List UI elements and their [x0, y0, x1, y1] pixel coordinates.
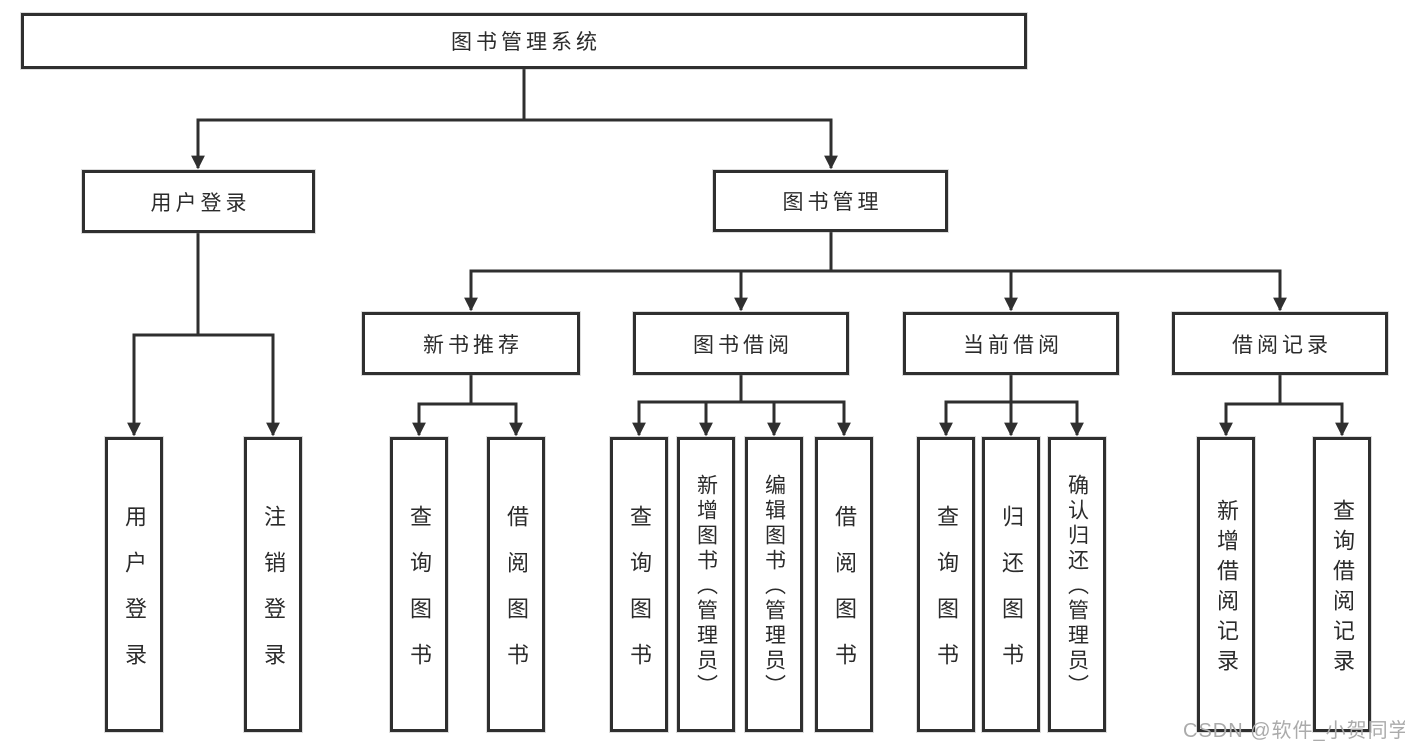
leaf-query-borrow-record-label: 查询借阅记录 [1330, 498, 1355, 679]
leaf-confirm-return-admin: 确认归还（管理员） [1048, 437, 1106, 732]
leaf-query-book-recommend: 查询图书 [390, 437, 448, 732]
leaf-edit-book-admin-label: 编辑图书（管理员） [762, 474, 786, 699]
node-book-management: 图书管理 [713, 170, 948, 232]
leaf-add-borrow-record-label: 新增借阅记录 [1214, 498, 1239, 679]
node-user-login: 用户登录 [82, 170, 315, 233]
node-book-management-label: 图书管理 [782, 191, 883, 214]
watermark-text: CSDN @软件_小贺同学 [1183, 720, 1405, 742]
leaf-logout: 注销登录 [244, 437, 302, 732]
connector-borrowrecord-to-children [1219, 375, 1349, 437]
connector-userlogin-to-children [127, 233, 280, 437]
node-current-borrow: 当前借阅 [903, 312, 1119, 375]
leaf-edit-book-admin: 编辑图书（管理员） [745, 437, 803, 732]
node-root: 图书管理系统 [21, 13, 1027, 69]
leaf-return-book-label: 归还图书 [999, 504, 1024, 689]
connector-newbookrec-to-children [412, 375, 523, 437]
leaf-query-book-current: 查询图书 [917, 437, 975, 732]
node-current-borrow-label: 当前借阅 [963, 333, 1063, 357]
node-new-book-recommend-label: 新书推荐 [423, 333, 523, 357]
leaf-borrow-book: 借阅图书 [815, 437, 873, 732]
leaf-logout-label: 注销登录 [261, 504, 286, 689]
node-borrow-record-label: 借阅记录 [1232, 333, 1332, 357]
leaf-borrow-book-recommend: 借阅图书 [487, 437, 545, 732]
leaf-query-book-borrow: 查询图书 [610, 437, 668, 732]
connector-bookborrow-to-children [632, 375, 851, 437]
leaf-user-login: 用户登录 [105, 437, 163, 732]
connector-currentborrow-to-children [939, 375, 1084, 437]
connector-root-to-level2 [191, 69, 838, 170]
node-borrow-record: 借阅记录 [1172, 312, 1388, 375]
leaf-add-book-admin: 新增图书（管理员） [677, 437, 735, 732]
node-book-borrow: 图书借阅 [633, 312, 849, 375]
leaf-borrow-book-recommend-label: 借阅图书 [504, 504, 529, 689]
node-book-borrow-label: 图书借阅 [693, 333, 793, 357]
leaf-add-borrow-record: 新增借阅记录 [1197, 437, 1255, 732]
connector-bookmgmt-to-level3 [464, 232, 1287, 312]
leaf-return-book: 归还图书 [982, 437, 1040, 732]
leaf-borrow-book-label: 借阅图书 [832, 504, 857, 689]
leaf-query-book-recommend-label: 查询图书 [407, 504, 432, 689]
node-user-login-label: 用户登录 [150, 191, 251, 215]
leaf-add-book-admin-label: 新增图书（管理员） [694, 474, 718, 699]
node-root-label: 图书管理系统 [451, 31, 601, 54]
node-new-book-recommend: 新书推荐 [362, 312, 580, 375]
leaf-query-book-borrow-label: 查询图书 [627, 504, 652, 689]
leaf-confirm-return-admin-label: 确认归还（管理员） [1065, 474, 1089, 699]
leaf-user-login-label: 用户登录 [122, 504, 147, 689]
leaf-query-borrow-record: 查询借阅记录 [1313, 437, 1371, 732]
leaf-query-book-current-label: 查询图书 [934, 504, 959, 689]
